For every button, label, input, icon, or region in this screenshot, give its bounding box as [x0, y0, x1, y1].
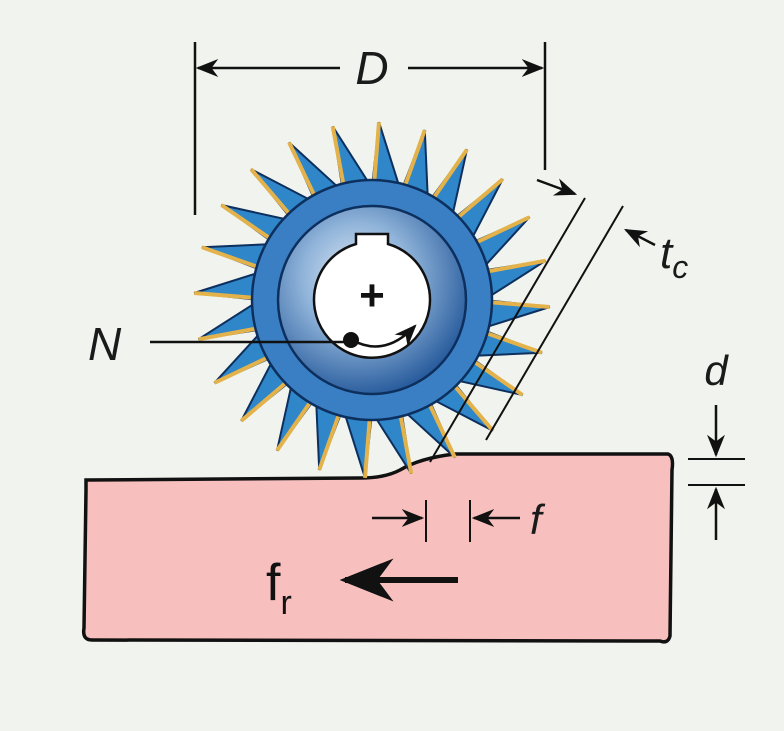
- chip-thickness-arrow-upper: [536, 178, 578, 196]
- tooth-cutting-edge: [457, 177, 505, 219]
- tooth-cutting-edge: [476, 215, 531, 244]
- tooth-cutting-edge: [193, 291, 253, 300]
- tooth-cutting-edge: [486, 331, 543, 355]
- workpiece: [81, 452, 675, 644]
- tooth-cutting-edge: [213, 356, 268, 385]
- tooth-cutting-edge: [239, 381, 287, 423]
- chip-line-outer: [485, 205, 624, 441]
- tooth-cutting-edge: [428, 404, 457, 459]
- tooth-cutting-edge: [372, 121, 381, 181]
- tooth-cutting-edge: [453, 385, 495, 433]
- tooth-cutting-edge: [398, 416, 414, 474]
- chip-thickness-arrow-lower: [624, 228, 656, 248]
- tooth-cutting-edge: [330, 126, 346, 184]
- tooth-cutting-edge: [363, 419, 372, 479]
- tooth-cutting-edge: [432, 148, 469, 199]
- rotation-dot: [343, 332, 359, 348]
- rotation-label: N: [88, 318, 122, 370]
- chip-thickness-label: tc: [660, 229, 688, 285]
- tooth-cutting-edge: [198, 326, 256, 342]
- diameter-label: D: [355, 42, 388, 94]
- tooth-cutting-edge: [275, 401, 312, 452]
- tooth-cutting-edge: [317, 414, 341, 471]
- tooth-cutting-edge: [220, 203, 271, 240]
- tooth-cutting-edge: [201, 245, 258, 269]
- tooth-cutting-edge: [488, 258, 546, 274]
- tooth-cutting-edge: [491, 300, 551, 309]
- feed-rate-label: fr: [266, 554, 292, 622]
- tooth-cutting-edge: [249, 167, 291, 215]
- chip-line-inner: [429, 197, 586, 463]
- tooth-cutting-edge: [287, 141, 316, 196]
- center-plus-icon: +: [359, 271, 385, 320]
- depth-label: d: [704, 347, 729, 394]
- tooth-cutting-edge: [403, 129, 427, 186]
